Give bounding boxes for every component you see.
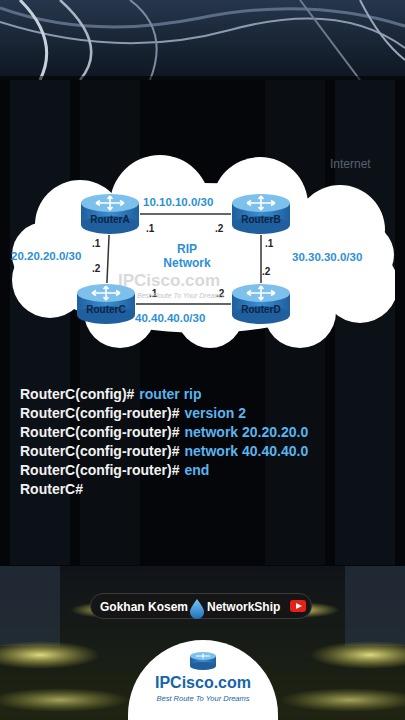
cable (60, 0, 91, 80)
interface-ip: .1 (265, 238, 273, 249)
router-node: RouterC (76, 283, 136, 325)
dark-overlay (0, 76, 405, 566)
server-rack (345, 566, 405, 646)
cli-prompt: RouterC# (20, 481, 83, 497)
cable (360, 0, 405, 60)
router-name: RouterC (76, 304, 136, 315)
cli-prompt: RouterC(config-router)# (20, 424, 179, 440)
config-line: RouterC(config-router)# network 20.20.20.… (20, 424, 308, 440)
interface-ip: .2 (262, 266, 270, 277)
config-line: RouterC# (20, 481, 83, 497)
router-name: RouterA (80, 214, 140, 225)
cli-command: router rip (139, 386, 201, 402)
watermark: Best Route To Your Dreams (137, 292, 224, 299)
config-line: RouterC(config-router)# network 40.40.40.… (20, 443, 308, 459)
config-line: RouterC(config)# router rip (20, 386, 202, 402)
interface-ip: .2 (92, 263, 100, 274)
cli-prompt: RouterC(config-router)# (20, 462, 179, 478)
background-text: Internet (330, 157, 371, 171)
router-node: RouterB (231, 193, 291, 235)
cli-command: version 2 (184, 405, 245, 421)
cable (20, 0, 47, 80)
floor-light (0, 641, 100, 669)
cable (300, 0, 360, 80)
config-line: RouterC(config-router)# version 2 (20, 405, 246, 421)
cable (0, 18, 405, 48)
subnet-label: 20.20.20.0/30 (11, 250, 81, 262)
router-node: RouterD (231, 283, 291, 325)
cli-command: end (184, 462, 209, 478)
brand-text: Gokhan Kosem (100, 600, 200, 614)
network-title: RIP Network (160, 242, 214, 270)
floor-light (0, 688, 130, 712)
config-line: RouterC(config-router)# end (20, 462, 209, 478)
interface-ip: .1 (92, 238, 100, 249)
interface-ip: .2 (215, 223, 223, 234)
brand-text: Best Route To Your Dreams (128, 694, 278, 703)
cli-command: network 40.40.40.0 (184, 443, 308, 459)
ceiling-photo (0, 0, 405, 80)
watermark: IPCisco.com (118, 271, 220, 291)
brand-text: IPCisco.com (128, 674, 278, 692)
subnet-label: 40.40.40.0/30 (135, 312, 205, 324)
cli-prompt: RouterC(config-router)# (20, 443, 179, 459)
interface-ip: .1 (146, 223, 154, 234)
cli-prompt: RouterC(config-router)# (20, 405, 179, 421)
subnet-label: 30.30.30.0/30 (292, 251, 362, 263)
subnet-label: 10.10.10.0/30 (143, 196, 213, 208)
cli-prompt: RouterC(config)# (20, 386, 134, 402)
floor-light (280, 688, 405, 712)
cable (0, 8, 405, 27)
router-name: RouterB (231, 214, 291, 225)
router-node: RouterA (80, 193, 140, 235)
brand-text: NetworkShip (207, 600, 297, 614)
cable (130, 0, 157, 80)
floor-light (310, 641, 405, 669)
server-rack (0, 566, 60, 646)
channel-badge: Gokhan Kosem NetworkShip (90, 593, 312, 619)
cli-command: network 20.20.20.0 (184, 424, 308, 440)
router-name: RouterD (231, 304, 291, 315)
